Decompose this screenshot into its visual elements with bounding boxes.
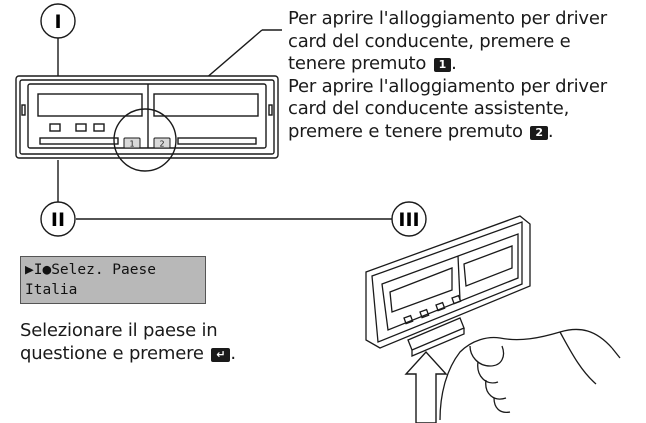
step-label-i: I [54,11,61,33]
hand-illustration [439,328,621,421]
instr-punct: . [230,342,236,364]
lcd-display: ▶I●Selez. Paese Italia [20,256,206,304]
key-1-icon: 1 [433,58,452,72]
instr-punct: . [547,120,554,142]
instr-line: card del conducente assistente, [288,98,570,119]
instr-line: Selezionare il paese in [20,320,218,341]
step-circle-i [40,3,76,39]
lcd-line-2: Italia [25,282,78,298]
instr-punct: . [451,53,457,74]
instr-text: premere e tenere premuto [288,120,523,142]
key-2-icon: 2 [530,125,548,140]
slot-button-1-label: 1 [129,140,134,149]
step-label-ii: II [51,209,65,231]
tachograph-perspective [365,215,531,357]
instr-line: card del conducente, premere e [288,30,571,52]
slot-button-2-label: 2 [159,140,164,149]
instr-line: Per aprire l'alloggiamento per driver [288,8,607,29]
instr-line: Per aprire l'alloggiamento per driver [288,75,607,97]
slot-button-2: 2 [153,137,171,149]
instr-line: tenere premuto 1. [288,53,607,76]
instructions-bottom: Selezionare il paese in questione e prem… [20,320,236,365]
instr-line: premere e tenere premuto 2. [288,121,607,144]
step-circle-ii [40,201,76,237]
step-label-iii: III [398,209,419,231]
instr-line: questione e premere ↵. [20,343,236,366]
step-circle-iii [391,201,427,237]
tachograph-front [15,75,279,159]
slot-button-1: 1 [123,137,141,149]
instructions-top: Per aprire l'alloggiamento per driver ca… [288,8,607,143]
push-arrow-icon [404,350,448,423]
lcd-line-1: ▶I●Selez. Paese [25,262,156,278]
instr-text: tenere premuto [288,53,427,74]
magnifier-circle [113,108,177,172]
enter-key-icon: ↵ [211,347,231,362]
instr-text: questione e premere [20,342,204,364]
